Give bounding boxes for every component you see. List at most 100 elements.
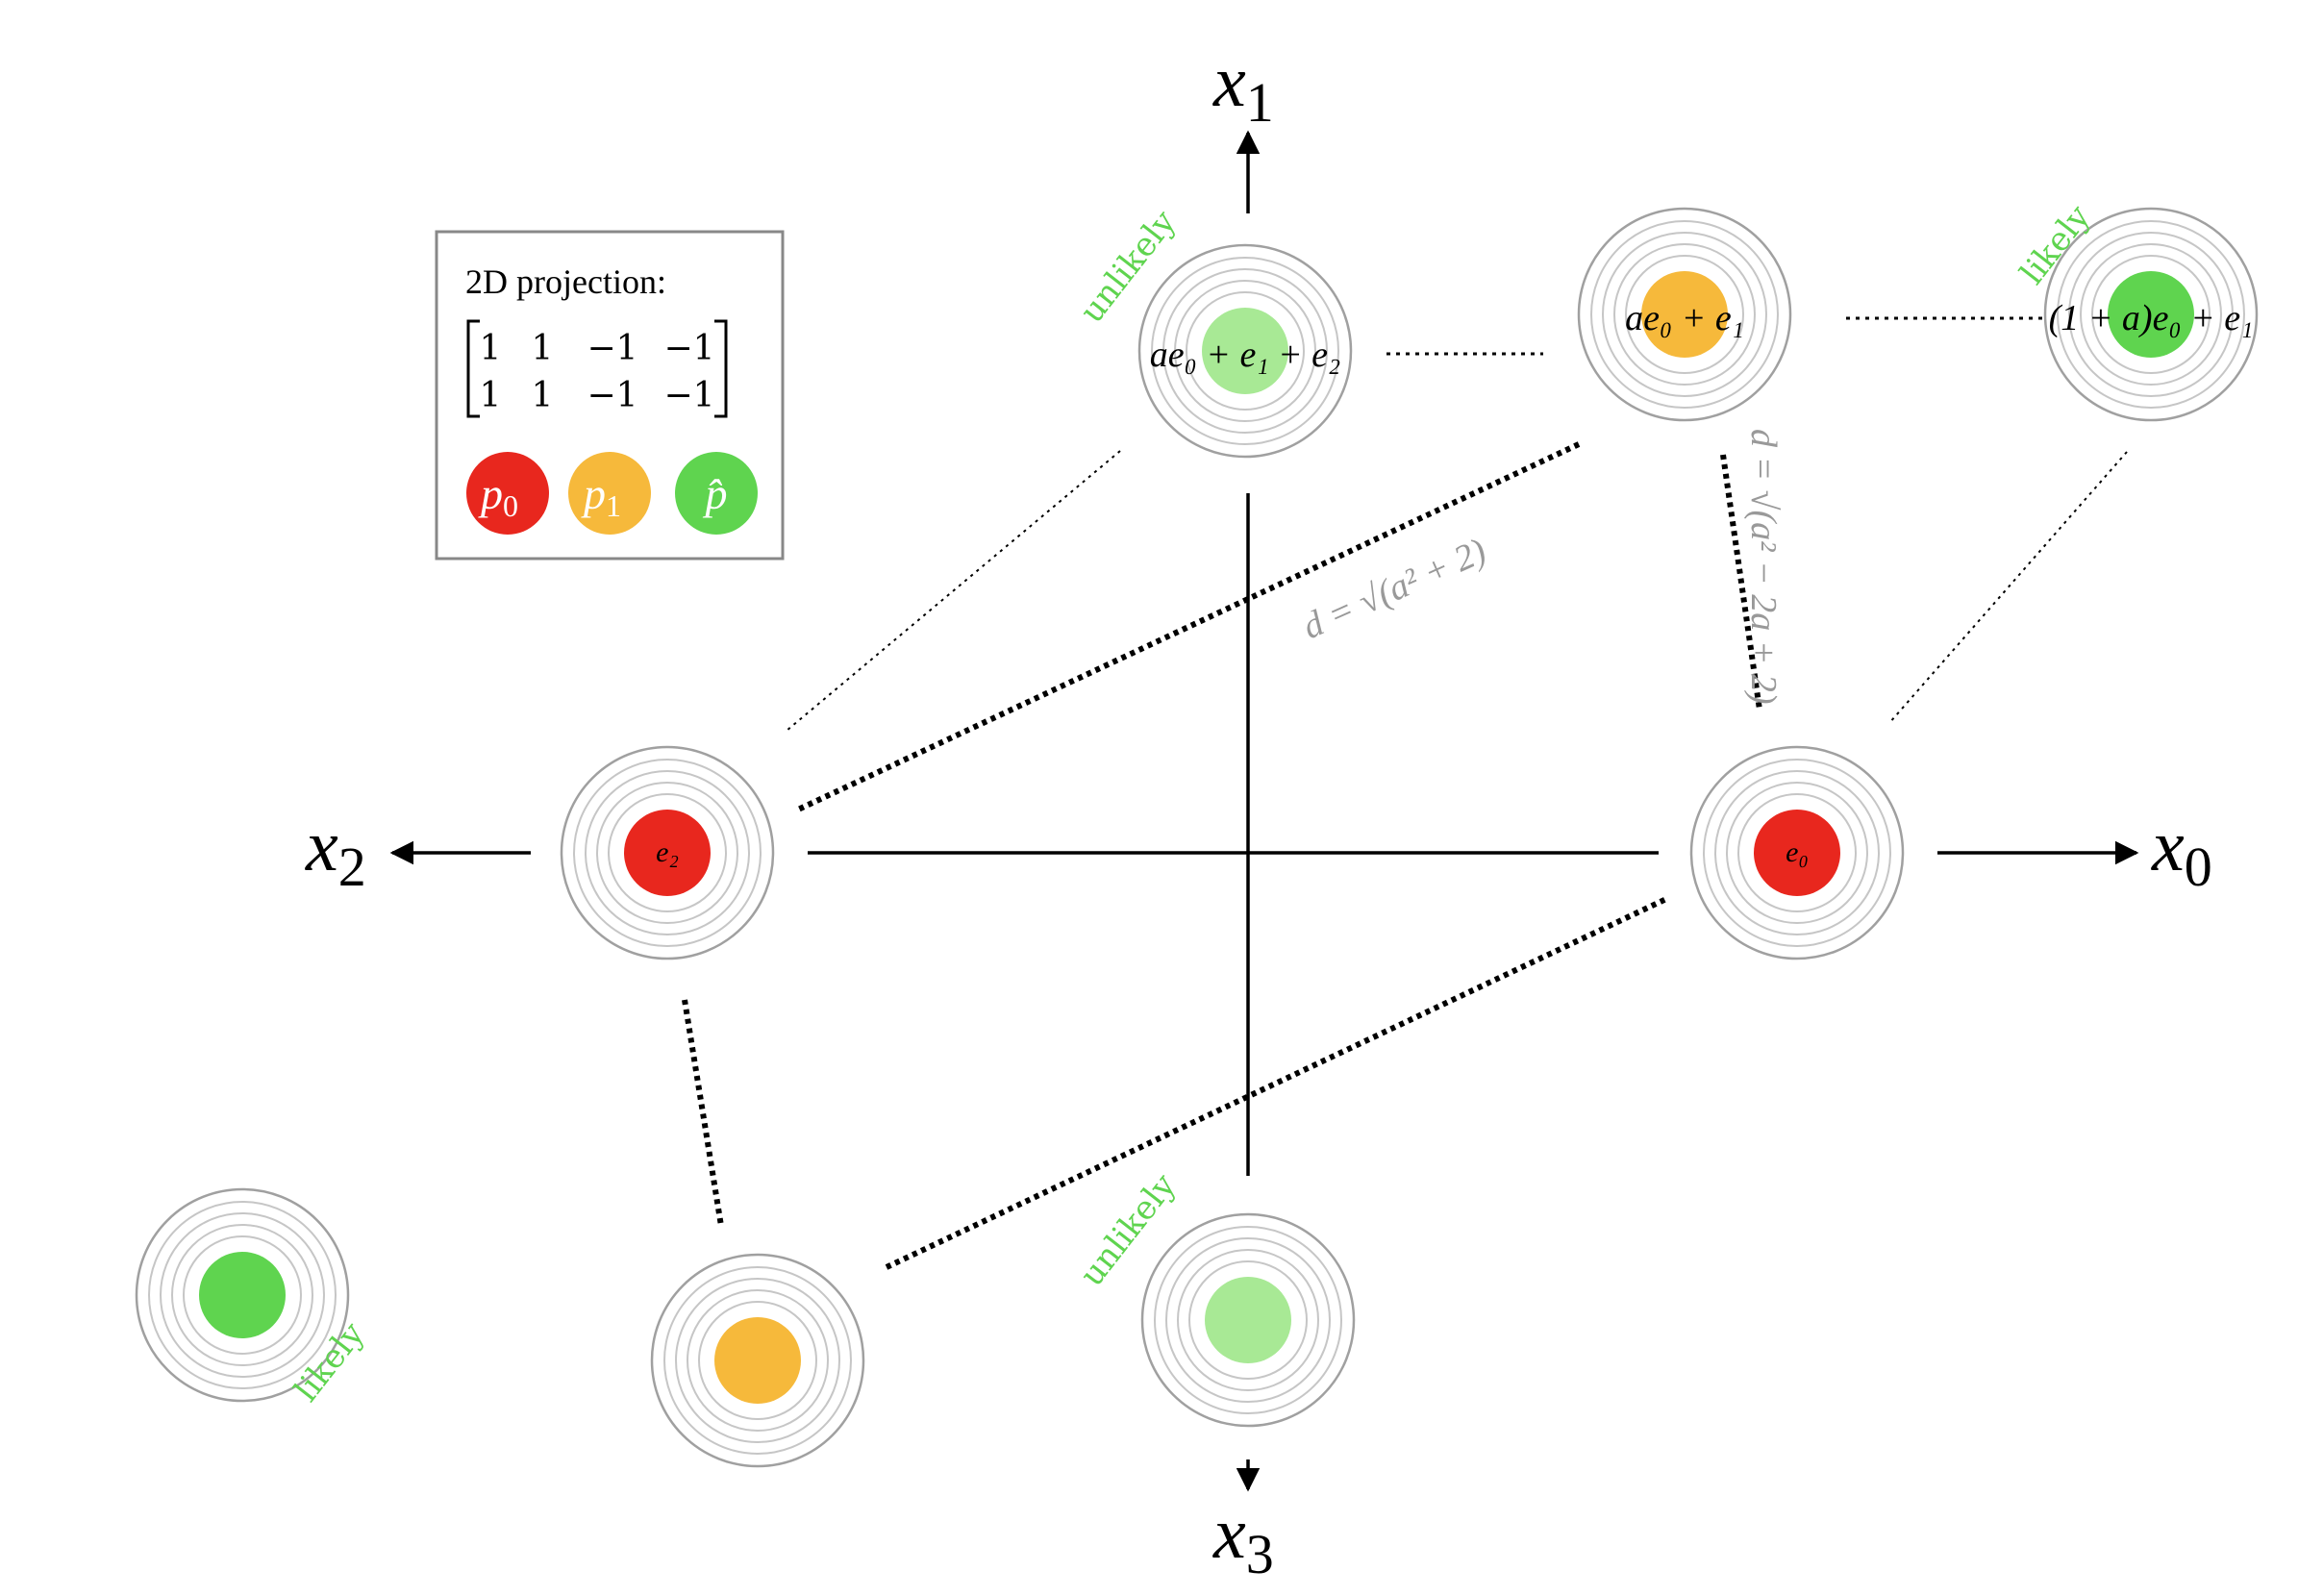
node-labels: ae₀ + e₁ + e₂ ae₀ + e₁ (1 + a)e₀ + e₁ e₂… bbox=[656, 298, 2253, 868]
node-label-top-left: ae₀ + e₁ + e₂ bbox=[1150, 335, 1341, 375]
node-ring bbox=[608, 793, 727, 912]
node-ring bbox=[1625, 255, 1744, 374]
node-ring bbox=[2080, 243, 2222, 386]
matrix-left-bracket bbox=[466, 319, 480, 418]
legend-label-p1: p1 bbox=[581, 469, 621, 523]
node-ring bbox=[1703, 759, 1891, 947]
node-mid-right bbox=[1689, 745, 1905, 960]
nodes bbox=[135, 207, 2259, 1468]
node-ring bbox=[160, 1212, 325, 1378]
node-ring bbox=[663, 1266, 852, 1455]
legend-swatches: p0 p1 p̂ bbox=[466, 452, 758, 535]
connector-bottom-left-to-mid-right bbox=[885, 896, 1668, 1270]
node-ring bbox=[1165, 1237, 1331, 1403]
x2-axis-label: x2 bbox=[305, 806, 366, 898]
node-ring bbox=[2057, 220, 2245, 409]
matrix-cell: −1 bbox=[587, 329, 637, 368]
node-top-left bbox=[1137, 243, 1353, 459]
node-ring bbox=[1577, 207, 1792, 422]
node-ring bbox=[171, 1224, 313, 1366]
legend-label-phat: p̂ bbox=[703, 469, 728, 518]
node-ring bbox=[1186, 291, 1305, 411]
connector-top-mid-to-mid-right bbox=[1720, 454, 1762, 711]
node-bottom-far-left bbox=[135, 1187, 350, 1403]
node-ring bbox=[1689, 745, 1905, 960]
legend-title: 2D projection: bbox=[465, 262, 666, 301]
node-ring bbox=[148, 1201, 337, 1389]
matrix-cell: 1 bbox=[532, 376, 554, 415]
node-label-top-mid: ae₀ + e₁ bbox=[1625, 298, 1744, 338]
x1-axis-label: x1 bbox=[1212, 41, 1274, 134]
node-bottom-left bbox=[650, 1253, 865, 1468]
legend-swatch-phat bbox=[675, 452, 758, 535]
matrix-cell: −1 bbox=[663, 329, 714, 368]
node-ring bbox=[1162, 268, 1328, 434]
node-ring bbox=[1590, 220, 1779, 409]
connector-mid-left-to-bottom-left bbox=[682, 999, 724, 1227]
node-ring bbox=[675, 1278, 840, 1443]
node-top-right bbox=[2043, 207, 2259, 422]
node-ring bbox=[585, 770, 750, 935]
node-ring bbox=[1602, 232, 1767, 397]
node-ring bbox=[573, 759, 762, 947]
connector-lines bbox=[682, 316, 2128, 1270]
node-ring bbox=[1613, 243, 1756, 386]
node-ring bbox=[183, 1235, 302, 1355]
node-ring bbox=[650, 1253, 865, 1468]
x0-axis-label: x0 bbox=[2151, 806, 2212, 898]
node-ring bbox=[687, 1289, 829, 1432]
connector-top-mid-to-mid-left bbox=[796, 441, 1581, 812]
node-mid-left bbox=[560, 745, 775, 960]
node-ring bbox=[1151, 257, 1339, 445]
axes bbox=[389, 130, 2139, 1492]
matrix-cell: −1 bbox=[587, 376, 637, 415]
legend-label-p0: p0 bbox=[478, 469, 518, 523]
node-disc bbox=[1754, 810, 1840, 896]
node-disc bbox=[624, 810, 711, 896]
node-ring bbox=[1714, 770, 1880, 935]
node-ring bbox=[135, 1187, 350, 1403]
node-disc bbox=[1641, 271, 1728, 358]
matrix-cell: 1 bbox=[480, 376, 502, 415]
node-disc bbox=[1202, 308, 1288, 394]
node-ring bbox=[1137, 243, 1353, 459]
node-ring bbox=[1737, 793, 1857, 912]
matrix-cell: 1 bbox=[480, 329, 502, 368]
matrix-cell: 1 bbox=[532, 329, 554, 368]
matrix-cells: 1 1 −1 −1 1 1 −1 −1 bbox=[480, 329, 715, 415]
node-label-mid-left: e₂ bbox=[656, 836, 679, 868]
distance-annotations: d = √(a² + 2) d = √(a² − 2a + 2) bbox=[1297, 429, 1784, 704]
node-top-mid bbox=[1577, 207, 1792, 422]
node-ring bbox=[1140, 1212, 1356, 1428]
connector-top-right-to-mid-right bbox=[1888, 451, 2128, 724]
node-disc bbox=[199, 1252, 286, 1338]
node-ring bbox=[698, 1301, 817, 1420]
x3-axis-label: x3 bbox=[1212, 1493, 1274, 1585]
node-label-top-right: (1 + a)e₀ + e₁ bbox=[2049, 298, 2254, 338]
node-disc bbox=[714, 1317, 801, 1404]
matrix-cell: −1 bbox=[663, 376, 714, 415]
node-ring bbox=[2043, 207, 2259, 422]
node-disc bbox=[1205, 1277, 1291, 1363]
node-ring bbox=[1174, 280, 1316, 422]
projection-matrix bbox=[466, 319, 728, 418]
node-disc bbox=[2108, 271, 2194, 358]
distance-label-a: d = √(a² + 2) bbox=[1297, 531, 1492, 647]
node-ring bbox=[1188, 1260, 1308, 1380]
connector-top-left-to-mid-left bbox=[786, 450, 1121, 732]
node-ring bbox=[560, 745, 775, 960]
node-ring bbox=[1177, 1249, 1319, 1391]
legend-box: 2D projection: 1 1 −1 −1 1 1 −1 −1 p0 p1 bbox=[435, 230, 785, 561]
distance-label-b: d = √(a² − 2a + 2) bbox=[1743, 429, 1784, 704]
node-ring bbox=[1154, 1226, 1342, 1414]
node-ring bbox=[2068, 232, 2234, 397]
node-label-mid-right: e₀ bbox=[1786, 836, 1809, 868]
matrix-right-bracket bbox=[714, 319, 728, 418]
node-ring bbox=[596, 782, 738, 924]
legend-swatch-p1 bbox=[568, 452, 651, 535]
node-bottom-mid bbox=[1140, 1212, 1356, 1428]
node-ring bbox=[2091, 255, 2211, 374]
node-ring bbox=[1726, 782, 1868, 924]
legend-swatch-p0 bbox=[466, 452, 549, 535]
